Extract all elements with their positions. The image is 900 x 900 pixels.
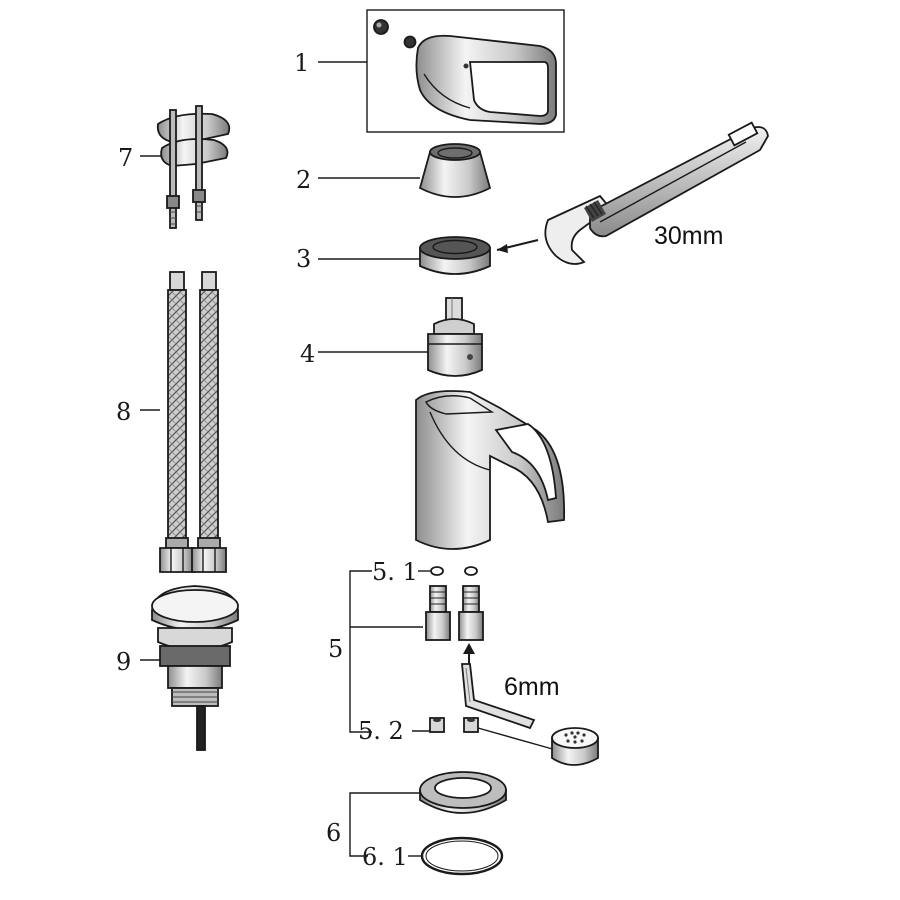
callout-6-1: 6. 1 [362, 843, 408, 871]
callout-6: 6 [326, 819, 341, 847]
part-2-cap [318, 143, 492, 198]
callout-2: 2 [296, 166, 311, 194]
callout-5-2: 5. 2 [358, 717, 404, 745]
callout-5-1: 5. 1 [372, 558, 418, 586]
bracket-5 [349, 570, 372, 733]
leader-aerator [477, 727, 557, 751]
washer-left [430, 566, 444, 576]
callout-3: 3 [296, 245, 311, 273]
bracket-6 [349, 792, 420, 857]
adjustable-wrench-icon [544, 121, 769, 265]
part-1-handle-group [318, 9, 565, 133]
part-9-drain [140, 585, 239, 751]
set-screw-large [373, 19, 389, 35]
part-3-nut [318, 236, 539, 275]
part-7-bracket [140, 105, 231, 229]
part-1-frame [366, 9, 565, 133]
hex-key-size-label: 6mm [504, 673, 560, 701]
part-4-cartridge [318, 297, 483, 377]
part-5-inlets [349, 566, 484, 733]
part-6-base [349, 771, 507, 876]
callout-5: 5 [328, 635, 343, 663]
wrench-size-label: 30mm [654, 222, 723, 250]
part-5-2-screws [412, 717, 599, 766]
part-8-hoses [140, 271, 227, 573]
callout-4: 4 [300, 340, 315, 368]
callout-9: 9 [116, 648, 131, 676]
washer-right [464, 566, 478, 576]
o-ring [420, 836, 504, 876]
callout-1: 1 [294, 49, 309, 77]
callout-7: 7 [118, 144, 133, 172]
faucet-body [415, 390, 565, 550]
set-screw-small [403, 35, 417, 49]
callout-8: 8 [116, 398, 131, 426]
hex-key-icon [461, 663, 536, 730]
